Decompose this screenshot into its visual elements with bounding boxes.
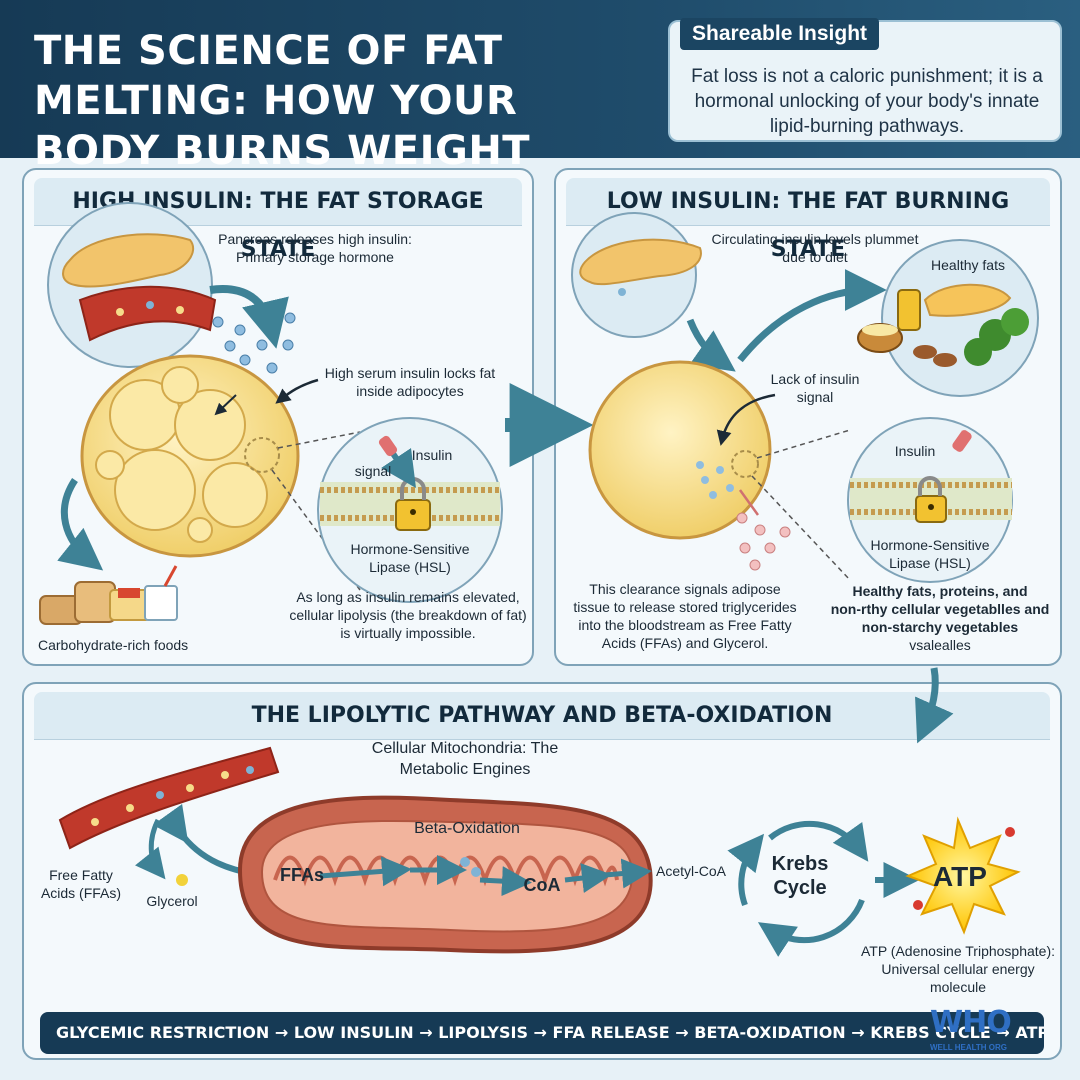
zoom-line-bottom-burning [751, 475, 851, 581]
arrow-release [738, 489, 760, 516]
arrow-insulin-release [209, 285, 289, 349]
arrow-glycerol [135, 818, 166, 880]
label-carb-foods: Carbohydrate-rich foods [38, 637, 189, 653]
membrane-zoom-storage [317, 417, 503, 603]
label-lack-signal: Lack of insulin signal [770, 371, 860, 405]
blood-vessel-ffa [58, 746, 280, 850]
flow-summary-bar: GLYCEMIC RESTRICTION → LOW INSULIN → LIP… [40, 1012, 1044, 1054]
label-foods-1: Healthy fats, proteins, and [852, 583, 1028, 599]
label-glycerol: Glycerol [146, 893, 198, 909]
label-pancreas-high: Pancreas releases high insulin: Primary … [218, 231, 412, 265]
insight-text: Fat loss is not a caloric punishment; it… [691, 66, 1043, 137]
insulin-molecules [212, 312, 296, 374]
label-coa: CoA [523, 875, 561, 895]
pancreas-illustration-storage [47, 202, 217, 368]
arrow-beta-2 [479, 866, 532, 897]
adipocyte-storage [80, 354, 300, 558]
arrow-to-acetyl [604, 858, 652, 889]
pancreas-illustration-burning [571, 212, 702, 338]
zoom-line-top-burning [756, 429, 851, 459]
label-signal: signal [354, 463, 392, 479]
arrow-to-carbs [57, 478, 104, 571]
beta-molecule [471, 867, 481, 877]
carb-foods-illustration [39, 565, 178, 625]
label-mitochondria: Cellular Mitochondria: The Metabolic Eng… [371, 740, 559, 778]
arrow-coa-out [564, 863, 612, 893]
arrow-lack-signal [716, 393, 776, 446]
label-insulin-burning: Insulin [894, 443, 936, 459]
arrow-plummet [686, 318, 736, 372]
label-lipolysis-impossible: As long as insulin remains elevated, cel… [289, 589, 527, 641]
arrow-to-healthy-fats [737, 269, 887, 363]
zoom-line-bottom [271, 469, 361, 591]
atp-starburst [905, 816, 1021, 935]
label-foods-4: vsalealles [909, 637, 971, 653]
label-clearance: This clearance signals adipose tissue to… [573, 581, 797, 651]
label-insulin-plummet: Circulating insulin levels plummet due t… [711, 231, 919, 265]
healthy-fats-illustration [857, 239, 1039, 397]
label-foods-2: non-rthy cellular vegetablles and [830, 601, 1050, 617]
glycerol-dot [176, 874, 188, 886]
zoom-line-top [277, 431, 361, 449]
label-healthy-fats: Healthy fats [931, 257, 1005, 273]
label-hsl-burning: Hormone-Sensitive Lipase (HSL) [870, 537, 990, 571]
arrow-locks [275, 378, 319, 404]
label-beta-oxidation: Beta-Oxidation [414, 820, 520, 837]
arrow-insulin-binding [214, 394, 237, 416]
logo-text: WHO [930, 1005, 1012, 1040]
label-insulin-storage: Insulin [411, 447, 453, 463]
arrow-ffa-beta [319, 856, 412, 887]
label-acetyl-coa: Acetyl-CoA [655, 863, 727, 879]
insight-box: Shareable Insight Fat loss is not a calo… [668, 18, 1062, 142]
insight-tag: Shareable Insight [680, 18, 880, 50]
beta-molecule [460, 857, 470, 867]
adipocyte-burning [588, 360, 772, 540]
label-hsl-storage: Hormone-Sensitive Lipase (HSL) [350, 541, 470, 575]
krebs-cycle-arrows [727, 820, 869, 957]
label-atp: ATP [933, 861, 987, 892]
page-title: THE SCIENCE OF FAT MELTING: HOW YOUR BOD… [34, 28, 531, 174]
label-foods-3: non-starchy vegetables [861, 619, 1019, 635]
label-insulin-locks: High serum insulin locks fat inside adip… [324, 365, 496, 399]
label-ffas: FFAs [279, 865, 324, 885]
panel-storage-title: HIGH INSULIN: THE FAT STORAGE STATE [34, 178, 522, 262]
logo-subtext: WELL HEALTH ORG [930, 1043, 1008, 1052]
label-free-fatty-acids: Free Fatty Acids (FFAs) [40, 867, 122, 901]
panel-pathway-title: THE LIPOLYTIC PATHWAY AND BETA-OXIDATION [34, 692, 1050, 740]
released-ffa-glycerol [736, 512, 791, 571]
arrow-to-pathway [915, 667, 954, 744]
label-krebs-cycle: Krebs Cycle [771, 853, 829, 899]
label-atp-description: ATP (Adenosine Triphosphate): Universal … [860, 943, 1056, 995]
membrane-zoom-burning [847, 417, 1013, 583]
who-logo: WHO WELL HEALTH ORG [930, 1005, 1050, 1065]
